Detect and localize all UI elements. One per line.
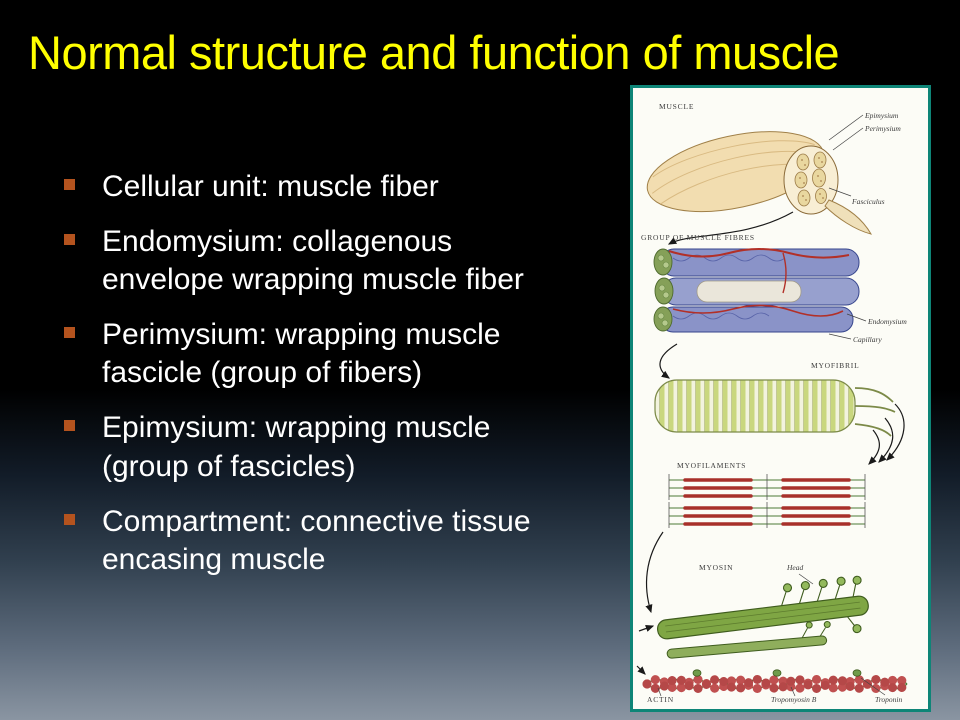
muscle-fibres-illustration: GROUP OF MUSCLE FIBRES (641, 233, 907, 379)
flow-arrow-icon (659, 343, 678, 379)
fasciculi-cross-section (794, 151, 827, 207)
bullet-square-icon (64, 234, 75, 246)
bullet-square-icon (64, 327, 75, 339)
myofilaments-illustration: MYOFILAMENTS (645, 461, 866, 614)
figure-label-capillary: Capillary (853, 335, 882, 344)
fasciculi-dots (799, 157, 824, 201)
bullet-square-icon (64, 513, 75, 525)
bullet-text: Perimysium: wrapping muscle fascicle (gr… (102, 318, 501, 390)
troponin-complexes (692, 669, 862, 677)
figure-label-epimysium: Epimysium (864, 111, 899, 120)
figure-label-actin: ACTIN (647, 695, 674, 704)
figure-label-group-of-muscle-fibres: GROUP OF MUSCLE FIBRES (641, 233, 755, 242)
bullet-text: Cellular unit: muscle fiber (102, 170, 439, 203)
bullet-square-icon (64, 420, 75, 432)
bullet-square-icon (64, 179, 75, 190)
list-item: Endomysium: collagenous envelope wrappin… (64, 223, 542, 299)
myofibril-illustration: MYOFIBRIL (654, 361, 905, 465)
bullet-text: Compartment: connective tissue encasing … (102, 504, 531, 576)
list-item: Perimysium: wrapping muscle fascicle (gr… (64, 316, 542, 392)
figure-label-perimysium: Perimysium (864, 124, 901, 133)
myosin-filament-segments (683, 478, 851, 526)
whole-muscle-illustration: MUSCLE (646, 102, 901, 245)
flow-arrow-icon (886, 403, 905, 461)
frayed-myofibril-ends (854, 387, 896, 437)
figure-label-myosin: MYOSIN (699, 563, 733, 572)
list-item: Epimysium: wrapping muscle (group of fas… (64, 409, 542, 485)
flow-arrow-icon (878, 417, 894, 463)
flow-arrow-icon (636, 665, 646, 675)
fibre-end-cross-sections (653, 248, 674, 332)
list-item: Cellular unit: muscle fiber (64, 168, 542, 206)
flow-arrow-icon (667, 211, 794, 245)
z-lines (668, 474, 866, 528)
muscle-anatomy-figure-panel: MUSCLE (630, 85, 931, 712)
muscle-structure-diagram: MUSCLE (636, 102, 912, 704)
bullet-text: Endomysium: collagenous envelope wrappin… (102, 225, 524, 297)
figure-label-troponin: Troponin (875, 695, 902, 704)
page-title: Normal structure and function of muscle (28, 26, 840, 79)
actin-beads (642, 675, 912, 693)
myosin-heads (801, 620, 831, 638)
figure-label-myofibril: MYOFIBRIL (811, 361, 859, 370)
flow-arrow-icon (868, 429, 880, 465)
myosin-illustration: MYOSIN Head (638, 563, 869, 659)
figure-label-myofilaments: MYOFILAMENTS (677, 461, 746, 470)
figure-label-fasciculus: Fasciculus (851, 197, 885, 206)
figure-label-tropomyosin-b: Tropomyosin B (771, 695, 817, 704)
figure-label-head: Head (786, 563, 803, 572)
tendon (824, 199, 873, 235)
list-item: Compartment: connective tissue encasing … (64, 503, 542, 579)
bullet-list: Cellular unit: muscle fiber Endomysium: … (64, 168, 542, 579)
figure-label-muscle: MUSCLE (659, 102, 694, 111)
bullet-text: Epimysium: wrapping muscle (group of fas… (102, 411, 491, 483)
flow-arrow-icon (638, 625, 655, 632)
figure-label-endomysium: Endomysium (867, 317, 907, 326)
actin-illustration: ACTIN Tropomyosin B Troponin (636, 665, 912, 704)
flow-arrow-icon (645, 531, 664, 614)
myosin-heads (781, 575, 862, 634)
capillary-vessels (668, 248, 850, 317)
